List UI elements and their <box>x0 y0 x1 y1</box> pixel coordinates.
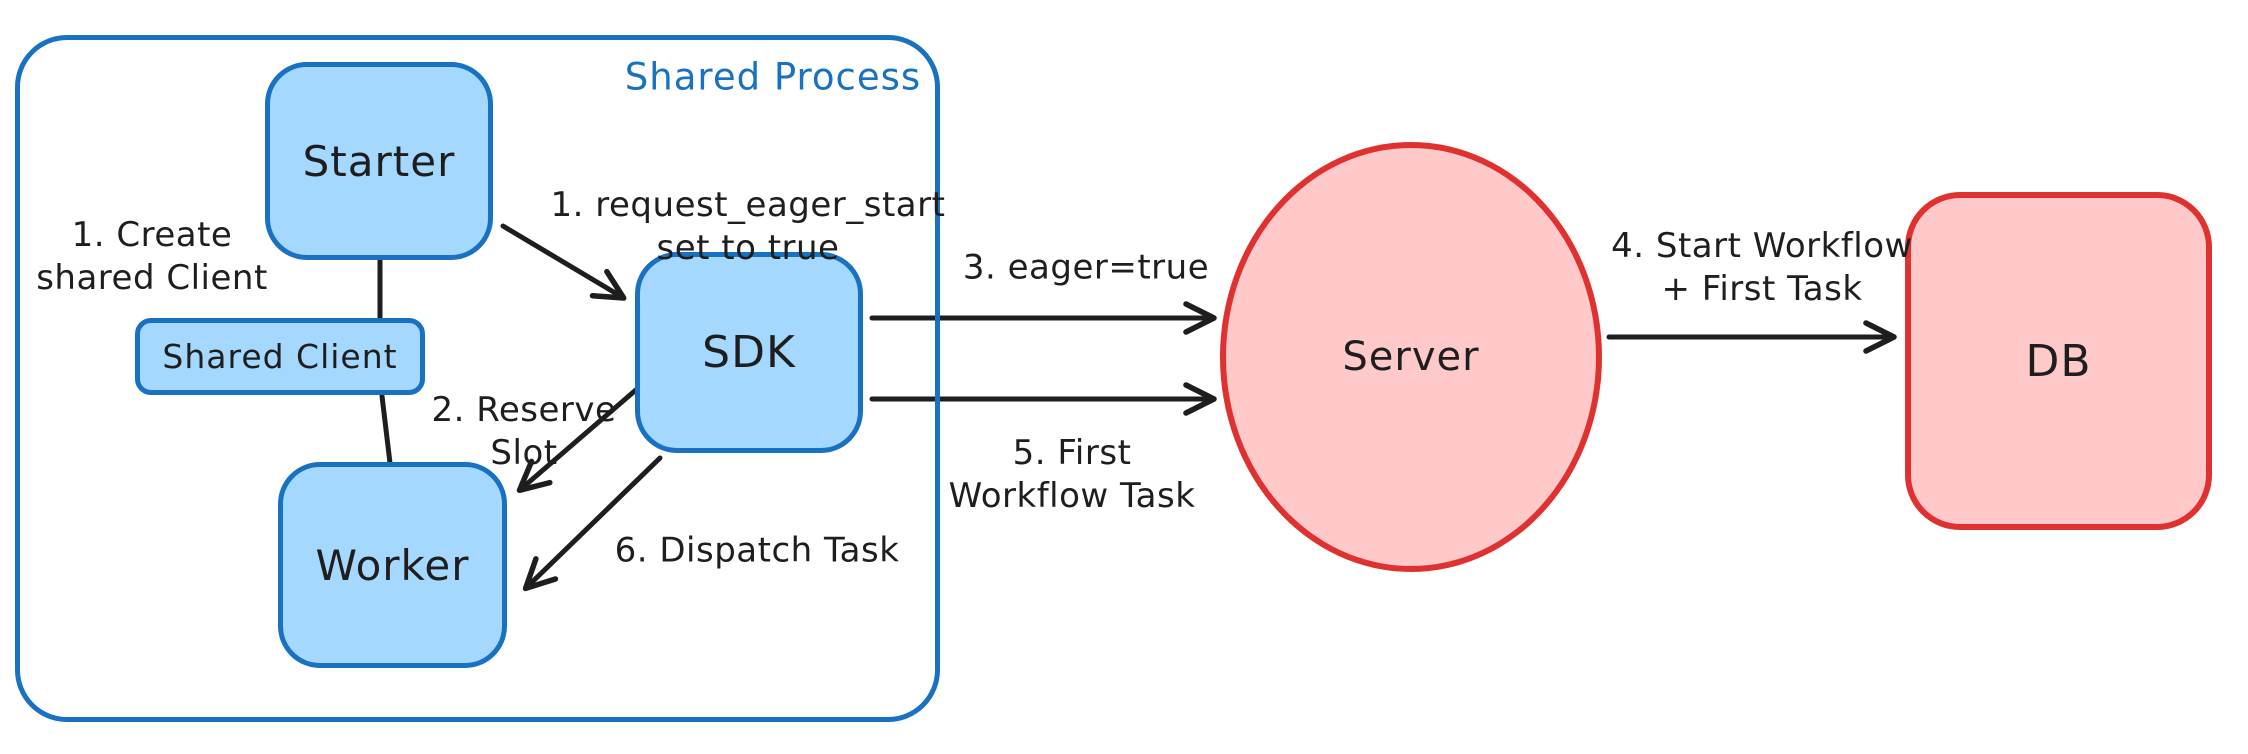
starter-label: Starter <box>302 136 456 186</box>
annotation-dispatch-task: 6. Dispatch Task <box>615 530 900 573</box>
annotation-line: Slot <box>490 433 558 473</box>
annotation-eager-true: 3. eager=true <box>963 247 1209 290</box>
annotation-line: 2. Reserve <box>431 390 617 431</box>
annotation-line: Workflow Task <box>948 476 1196 516</box>
sdk-label: SDK <box>702 327 796 378</box>
annotation-line: 1. Create <box>71 215 233 256</box>
annotation-request-eager-start: 1. request_eager_start set to true <box>551 184 946 270</box>
annotation-create-shared-client: 1. Create shared Client <box>36 214 268 300</box>
shared-client-node: Shared Client <box>135 318 425 395</box>
annotation-line: 4. Start Workflow <box>1611 226 1913 267</box>
annotation-line: 1. request_eager_start <box>550 185 946 226</box>
starter-node: Starter <box>265 62 493 260</box>
shared-process-container <box>15 35 940 722</box>
sdk-node: SDK <box>635 252 863 453</box>
annotation-line: 6. Dispatch Task <box>614 530 900 571</box>
annotation-line: + First Task <box>1661 269 1863 309</box>
worker-node: Worker <box>278 462 507 668</box>
annotation-start-workflow-first-task: 4. Start Workflow + First Task <box>1611 225 1913 311</box>
shared-process-title: Shared Process <box>624 55 922 99</box>
worker-label: Worker <box>315 540 470 590</box>
annotation-line: 5. First <box>1012 433 1132 474</box>
db-node: DB <box>1905 192 2212 530</box>
db-label: DB <box>2025 335 2092 387</box>
annotation-first-workflow-task: 5. First Workflow Task <box>949 432 1196 518</box>
server-label: Server <box>1342 334 1480 380</box>
annotation-reserve-slot: 2. Reserve Slot <box>432 389 617 475</box>
server-node: Server <box>1220 142 1602 572</box>
annotation-line: 3. eager=true <box>962 247 1210 288</box>
shared-client-label: Shared Client <box>162 337 398 376</box>
annotation-line: shared Client <box>36 258 268 298</box>
annotation-line: set to true <box>656 228 840 268</box>
